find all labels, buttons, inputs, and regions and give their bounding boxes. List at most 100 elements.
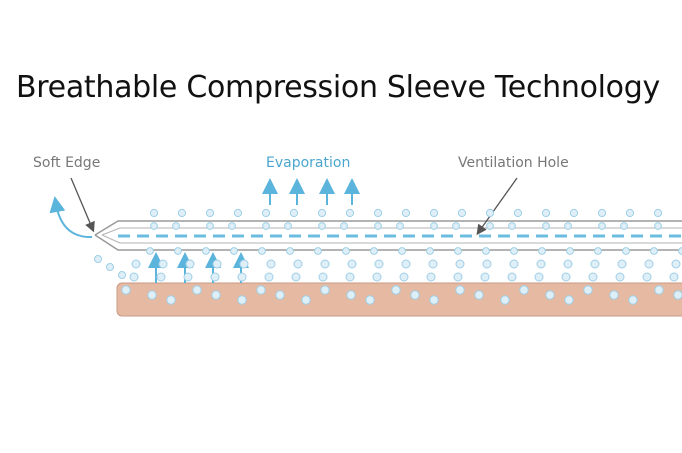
- moisture-bubble: [183, 272, 193, 282]
- moisture-bubble: [166, 295, 176, 305]
- moisture-bubble: [590, 259, 600, 269]
- moisture-bubble: [455, 259, 465, 269]
- moisture-bubble: [374, 222, 382, 230]
- evaporation-arrows: [262, 178, 360, 205]
- moisture-bubble: [230, 247, 238, 255]
- moisture-bubble: [172, 222, 180, 230]
- moisture-bubble: [401, 259, 411, 269]
- moisture-bubble: [291, 272, 301, 282]
- moisture-bubble: [320, 259, 330, 269]
- moisture-bubble: [542, 222, 550, 230]
- moisture-bubble: [158, 259, 168, 269]
- moisture-bubble: [620, 222, 628, 230]
- moisture-bubble: [545, 290, 555, 300]
- moisture-bubble: [149, 208, 159, 218]
- moisture-bubble: [482, 247, 490, 255]
- moisture-bubble: [258, 247, 266, 255]
- moisture-bubble: [455, 285, 465, 295]
- moisture-bubble: [346, 290, 356, 300]
- moisture-bubble: [318, 272, 328, 282]
- moisture-bubble: [513, 208, 523, 218]
- moisture-bubble: [233, 208, 243, 218]
- moisture-bubble: [317, 208, 327, 218]
- moisture-bubble: [391, 285, 401, 295]
- moisture-bubble: [94, 255, 102, 263]
- moisture-bubble: [430, 222, 438, 230]
- moisture-bubble: [500, 295, 510, 305]
- moisture-bubble: [625, 208, 635, 218]
- moisture-bubble: [617, 259, 627, 269]
- moisture-bubble: [588, 272, 598, 282]
- moisture-bubble: [507, 272, 517, 282]
- moisture-bubble: [569, 208, 579, 218]
- moisture-bubble: [653, 208, 663, 218]
- moisture-bubble: [510, 247, 518, 255]
- moisture-bubble: [372, 272, 382, 282]
- moisture-bubble: [320, 285, 330, 295]
- moisture-bubble: [261, 208, 271, 218]
- moisture-bubble: [534, 272, 544, 282]
- moisture-bubble: [654, 222, 662, 230]
- moisture-bubble: [185, 259, 195, 269]
- moisture-bubble: [174, 247, 182, 255]
- moisture-bubble: [401, 208, 411, 218]
- moisture-bubble: [211, 290, 221, 300]
- moisture-bubble: [597, 208, 607, 218]
- moisture-bubble: [474, 290, 484, 300]
- moisture-bubble: [598, 222, 606, 230]
- moisture-bubble: [314, 247, 322, 255]
- moisture-bubble: [654, 285, 664, 295]
- moisture-bubble: [266, 259, 276, 269]
- moisture-bubble: [429, 208, 439, 218]
- moisture-bubble: [396, 222, 404, 230]
- moisture-bubble: [509, 259, 519, 269]
- moisture-bubble: [563, 259, 573, 269]
- moisture-bubble: [594, 247, 602, 255]
- moisture-bubble: [564, 295, 574, 305]
- diagram-title: Breathable Compression Sleeve Technology: [16, 70, 660, 105]
- moisture-bubble: [480, 272, 490, 282]
- moisture-bubble: [373, 208, 383, 218]
- soft-edge-label: Soft Edge: [33, 155, 101, 171]
- moisture-bubble: [622, 247, 630, 255]
- moisture-arrows: [148, 252, 249, 283]
- moisture-bubble: [345, 272, 355, 282]
- moisture-bubble: [566, 247, 574, 255]
- moisture-bubble: [318, 222, 326, 230]
- moisture-bubble: [538, 247, 546, 255]
- moisture-bubble: [541, 208, 551, 218]
- moisture-bubble: [275, 290, 285, 300]
- moisture-bubble: [564, 222, 572, 230]
- moisture-bubble: [485, 208, 495, 218]
- moisture-bubble: [121, 285, 131, 295]
- soft-edge-arrow: [49, 196, 93, 239]
- moisture-bubble: [177, 208, 187, 218]
- moisture-bubble: [237, 295, 247, 305]
- moisture-bubble: [342, 247, 350, 255]
- sleeve-outer-edge: [94, 220, 682, 251]
- moisture-bubble: [583, 285, 593, 295]
- moisture-bubble: [428, 259, 438, 269]
- moisture-bubble: [671, 259, 681, 269]
- moisture-bubble: [205, 208, 215, 218]
- moisture-bubble: [642, 272, 652, 282]
- moisture-bubble: [426, 247, 434, 255]
- moisture-bubble: [519, 285, 529, 295]
- moisture-bubble: [262, 222, 270, 230]
- moisture-bubble: [536, 259, 546, 269]
- moisture-bubble: [365, 295, 375, 305]
- moisture-bubble: [482, 259, 492, 269]
- moisture-bubble: [146, 247, 154, 255]
- moisture-bubble: [429, 295, 439, 305]
- moisture-bubble: [650, 247, 658, 255]
- moisture-bubble: [609, 290, 619, 300]
- moisture-bubble: [202, 247, 210, 255]
- ventilation-hole-pointer: [476, 177, 518, 236]
- moisture-bubble: [289, 208, 299, 218]
- moisture-bubble: [286, 247, 294, 255]
- moisture-bubble: [398, 247, 406, 255]
- moisture-bubble: [673, 290, 682, 300]
- moisture-bubble: [264, 272, 274, 282]
- moisture-bubble: [347, 259, 357, 269]
